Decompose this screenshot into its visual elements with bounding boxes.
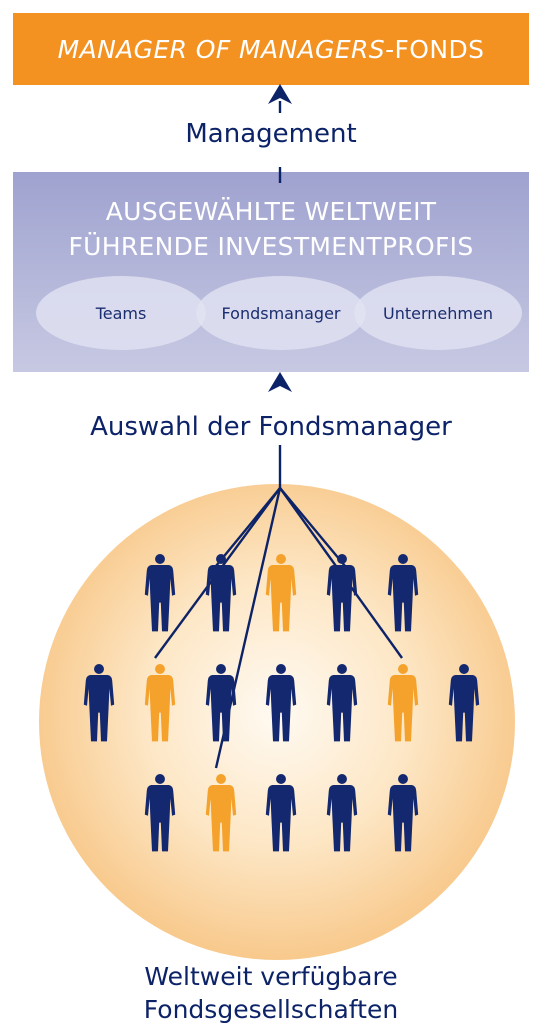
person-icon — [144, 554, 176, 632]
selection-line — [279, 487, 346, 567]
person-icon — [144, 664, 176, 742]
ellipse-teams: Teams — [36, 276, 206, 350]
person-icon — [326, 774, 358, 852]
bottom-caption-line1: Weltweit verfügbare — [144, 962, 398, 991]
fund-title-italic: MANAGER OF MANAGERS — [57, 34, 386, 64]
selected-professionals-title: AUSGEWÄHLTE WELTWEIT FÜHRENDE INVESTMENT… — [13, 194, 529, 264]
person-icon — [326, 664, 358, 742]
bottom-caption-line2: Fondsgesellschaften — [143, 995, 399, 1024]
fund-title-rest: -FONDS — [385, 34, 485, 64]
person-icon — [83, 664, 115, 742]
ellipse-companies: Unternehmen — [354, 276, 522, 350]
person-icon — [265, 554, 297, 632]
selection-line — [215, 487, 281, 567]
global-fund-companies-circle — [39, 484, 515, 960]
person-icon — [448, 664, 480, 742]
person-icon — [265, 774, 297, 852]
fund-title: MANAGER OF MANAGERS-FONDS — [58, 35, 485, 64]
management-label: Management — [185, 119, 357, 149]
ellipse-fund-managers: Fondsmanager — [196, 276, 366, 350]
manager-of-managers-fund-box: MANAGER OF MANAGERS-FONDS — [13, 13, 529, 85]
person-icon — [387, 664, 419, 742]
arrow-up-icon — [268, 84, 292, 104]
person-icon — [326, 554, 358, 632]
selection-line — [279, 487, 403, 659]
person-icon — [205, 664, 237, 742]
selected-title-line2: FÜHRENDE INVESTMENTPROFIS — [68, 232, 474, 261]
person-icon — [205, 774, 237, 852]
selected-title-line1: AUSGEWÄHLTE WELTWEIT — [105, 197, 437, 226]
person-icon — [205, 554, 237, 632]
person-icon — [387, 554, 419, 632]
bottom-caption: Weltweit verfügbare Fondsgesellschaften — [0, 960, 542, 1026]
selection-line — [154, 487, 281, 659]
person-icon — [144, 774, 176, 852]
selection-line — [214, 487, 282, 769]
person-icon — [387, 774, 419, 852]
selected-professionals-box: AUSGEWÄHLTE WELTWEIT FÜHRENDE INVESTMENT… — [13, 172, 529, 372]
arrow-up-icon — [268, 372, 292, 392]
people-group — [83, 554, 480, 852]
person-icon — [265, 664, 297, 742]
manager-selection-label: Auswahl der Fondsmanager — [90, 412, 452, 442]
